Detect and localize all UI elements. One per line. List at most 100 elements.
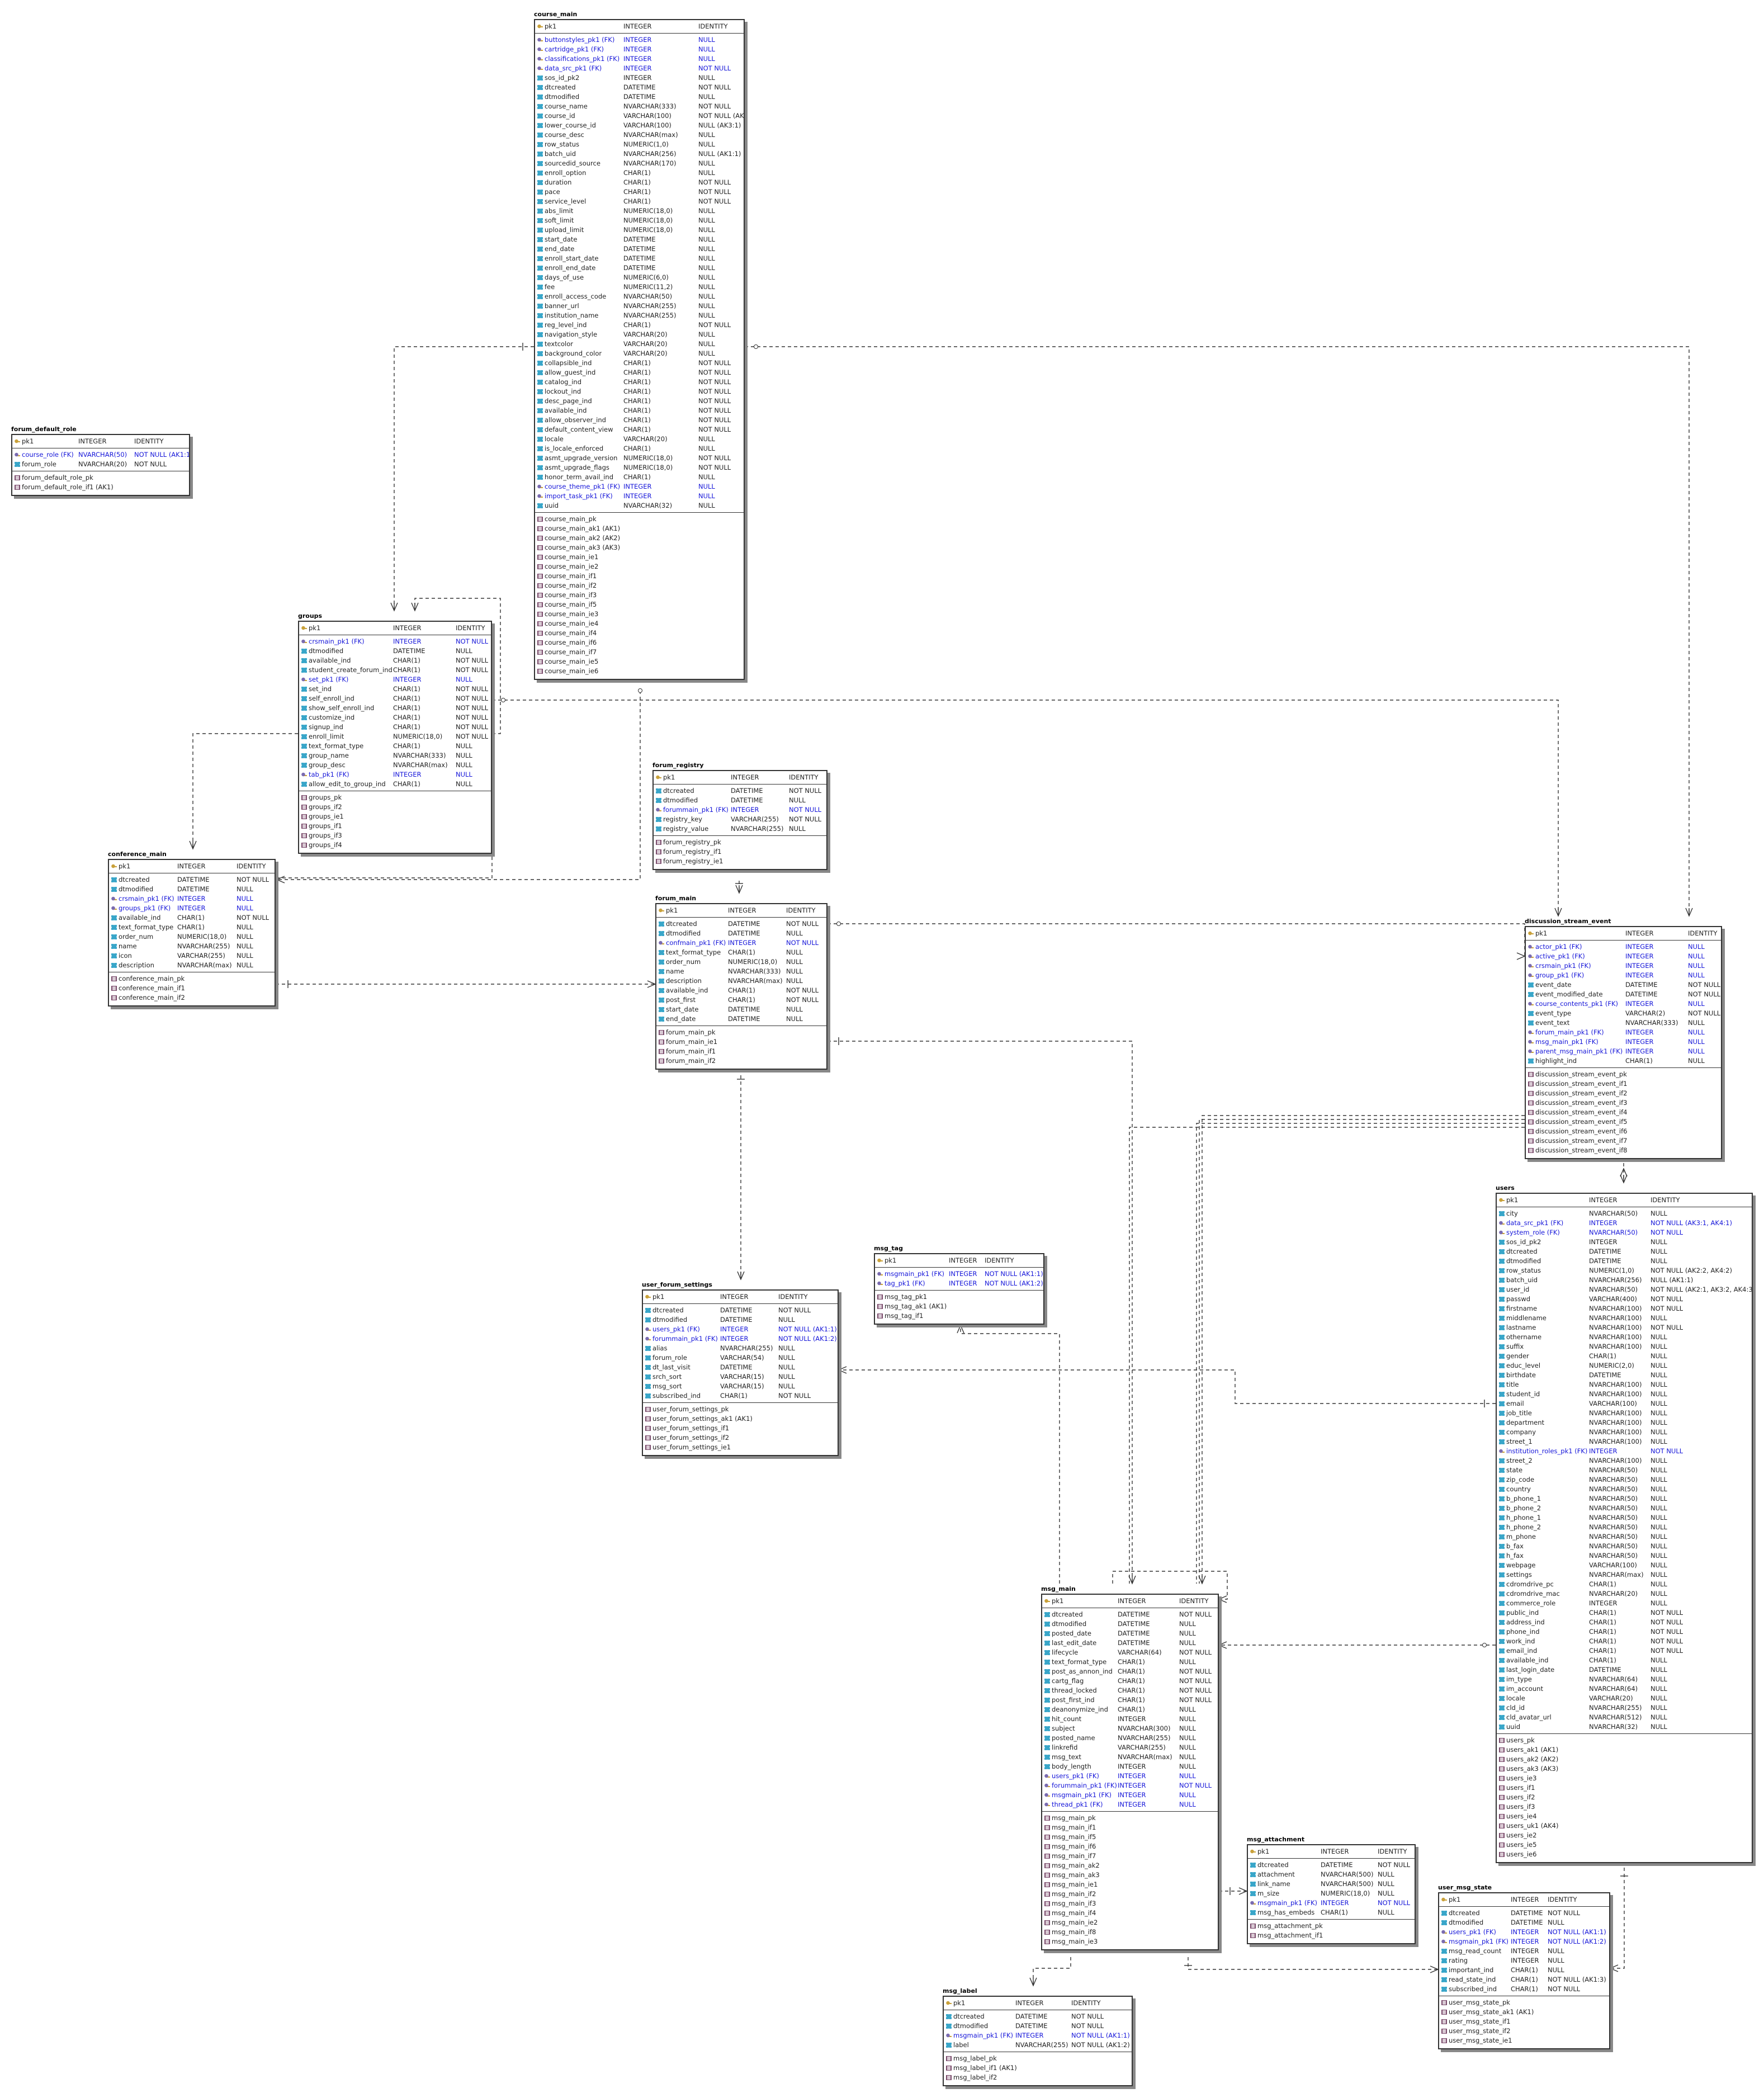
- column-icon: [1441, 1949, 1447, 1954]
- index-icon: [659, 1049, 664, 1054]
- column-nullability: NOT NULL (AK1:1): [1071, 2031, 1130, 2039]
- column-name: group_pk1 (FK): [1535, 971, 1585, 979]
- relationship-line: [745, 346, 1690, 916]
- column-nullability: NULL: [1688, 943, 1705, 951]
- column-nullability: NULL: [698, 445, 715, 452]
- column-nullability: IDENTITY: [985, 1256, 1014, 1264]
- key-icon: [877, 1258, 883, 1263]
- index-icon: [537, 621, 543, 626]
- column-name: job_title: [1506, 1409, 1532, 1417]
- index-icon: [1044, 1816, 1050, 1821]
- column-nullability: NOT NULL: [786, 920, 819, 928]
- column-type: NVARCHAR(100): [1589, 1428, 1642, 1436]
- column-icon: [1044, 1660, 1050, 1665]
- relationship-line: [1610, 1868, 1625, 1969]
- column-name: reg_level_ind: [545, 321, 587, 329]
- index-name: course_main_ak3 (AK3): [545, 544, 621, 551]
- index-name: course_main_ie6: [545, 667, 599, 675]
- column-nullability: NULL: [698, 245, 715, 253]
- column-icon: [537, 104, 543, 109]
- column-name: msg_read_count: [1449, 1947, 1502, 1955]
- column-type: INTEGER: [1015, 2031, 1044, 2039]
- column-icon: [659, 1017, 664, 1022]
- column-type: INTEGER: [1511, 1957, 1539, 1964]
- index-icon: [1250, 1924, 1256, 1929]
- column-type: CHAR(1): [1589, 1637, 1616, 1645]
- column-icon: [1441, 1987, 1447, 1992]
- column-icon: [537, 161, 543, 166]
- column-nullability: NULL: [698, 302, 715, 310]
- column-type: INTEGER: [1625, 952, 1654, 960]
- column-type: CHAR(1): [1589, 1647, 1616, 1655]
- column-nullability: NOT NULL: [1179, 1610, 1212, 1618]
- column-nullability: NULL: [1688, 1038, 1705, 1046]
- index-icon: [1441, 2010, 1447, 2015]
- index-icon: [1044, 1854, 1050, 1859]
- column-icon: [1044, 1698, 1050, 1703]
- column-type: CHAR(1): [728, 986, 755, 994]
- column-type: INTEGER: [393, 675, 422, 683]
- index-name: msg_main_ak2: [1052, 1861, 1100, 1869]
- index-row: msg_main_if5: [1042, 1832, 1218, 1842]
- index-name: user_msg_state_if1: [1449, 2017, 1511, 2025]
- column-type: CHAR(1): [1625, 1057, 1653, 1065]
- column-nullability: NULL: [1651, 1590, 1667, 1598]
- column-nullability: NULL: [1651, 1457, 1667, 1464]
- column-name: rating: [1449, 1957, 1468, 1964]
- column-name: dtmodified: [1506, 1257, 1541, 1265]
- column-nullability: NULL: [698, 349, 715, 357]
- column-type: CHAR(1): [623, 445, 651, 452]
- column-nullability: NULL: [1651, 1656, 1667, 1664]
- column-type: DATETIME: [1015, 2022, 1048, 2030]
- column-nullability: NOT NULL (AK1:2): [778, 1335, 837, 1343]
- column-type: NUMERIC(6,0): [623, 273, 669, 281]
- column-type: CHAR(1): [1589, 1352, 1616, 1360]
- index-icon: [1528, 1148, 1534, 1153]
- column-name: msgmain_pk1 (FK): [953, 2031, 1014, 2039]
- column-icon: [645, 1393, 651, 1398]
- optional-marker: [501, 698, 505, 702]
- column-nullability: NOT NULL: [1071, 2022, 1104, 2030]
- column-icon: [111, 877, 117, 882]
- index-icon: [1499, 1757, 1505, 1762]
- column-type: CHAR(1): [728, 948, 755, 956]
- column-type: NVARCHAR(100): [1589, 1390, 1642, 1398]
- column-icon: [1499, 1705, 1505, 1710]
- foreign-key-icon: [946, 2033, 952, 2038]
- column-type: VARCHAR(20): [1589, 1694, 1633, 1702]
- column-icon: [1499, 1401, 1505, 1406]
- column-name: dtcreated: [1257, 1861, 1289, 1869]
- foreign-key-icon: [1441, 1930, 1447, 1935]
- column-type: INTEGER: [1625, 1038, 1654, 1046]
- column-nullability: NOT NULL (AK1:3): [1548, 1976, 1606, 1983]
